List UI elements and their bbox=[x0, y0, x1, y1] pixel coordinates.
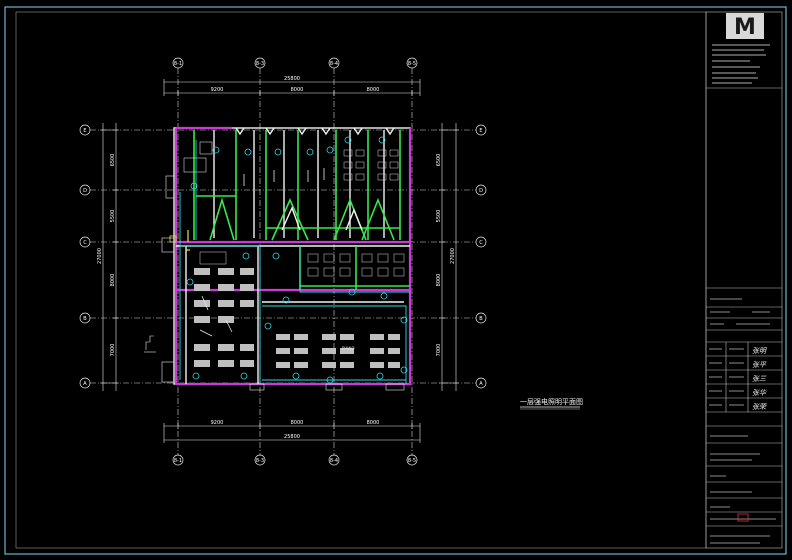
signature-4: 张华 bbox=[752, 389, 767, 397]
entry-steps bbox=[249, 383, 405, 391]
axis-bubbles-left: E D C B A bbox=[79, 124, 91, 389]
drawing-title: 一层强电照明平面图 bbox=[520, 397, 583, 406]
dimensions-right: 6500 5500 8000 7000 27000 bbox=[436, 123, 459, 391]
dim-top-seg1: 9200 bbox=[211, 87, 224, 93]
dim-right-seg3: 8000 bbox=[436, 274, 442, 287]
svg-text:8-5: 8-5 bbox=[408, 61, 416, 67]
dimensions-top: 25800 9200 8000 8000 bbox=[163, 76, 421, 96]
dim-right-seg4: 7000 bbox=[436, 344, 442, 357]
dim-left-seg1: 6500 bbox=[110, 154, 116, 167]
axis-bubble: E bbox=[475, 124, 487, 136]
axis-bubble: 8-1 bbox=[172, 57, 184, 69]
svg-text:E: E bbox=[479, 128, 482, 134]
axis-bubble: 8-5 bbox=[406, 57, 418, 69]
dim-right-seg1: 6500 bbox=[436, 154, 442, 167]
desk-grid-east bbox=[276, 334, 400, 368]
svg-text:E: E bbox=[83, 128, 86, 134]
axis-bubbles-top: 8-1 8-3 8-4 8-5 bbox=[172, 57, 418, 69]
axis-bubble: B bbox=[79, 312, 91, 324]
north-rooms bbox=[183, 127, 401, 241]
axis-bubble: A bbox=[475, 377, 487, 389]
axis-bubble: C bbox=[79, 236, 91, 248]
svg-text:B: B bbox=[479, 316, 483, 322]
dim-left-seg3: 8000 bbox=[110, 274, 116, 287]
dim-bottom-seg1: 9200 bbox=[211, 420, 224, 426]
signature-5: 张荣 bbox=[752, 403, 767, 411]
signature-2: 张平 bbox=[752, 361, 767, 369]
svg-text:8-3: 8-3 bbox=[256, 61, 264, 67]
svg-text:8-1: 8-1 bbox=[174, 458, 182, 464]
dimensions-bottom: 9200 8000 8000 25800 bbox=[163, 420, 421, 443]
dim-right-total: 27000 bbox=[450, 248, 456, 264]
svg-text:8-3: 8-3 bbox=[256, 458, 264, 464]
dim-top-total: 25800 bbox=[284, 76, 300, 82]
signature-table: 张明 张平 张三 张华 张荣 bbox=[706, 342, 782, 413]
room-label-piano: PIANO bbox=[342, 346, 354, 351]
title-block: M 张明 张平 张三 bbox=[705, 11, 783, 549]
dim-left-total: 27000 bbox=[97, 248, 103, 264]
company-logo: M bbox=[726, 13, 764, 40]
svg-text:D: D bbox=[479, 188, 483, 194]
dim-bottom-seg3: 8000 bbox=[367, 420, 380, 426]
logo-letter: M bbox=[734, 15, 756, 40]
axis-bubble: 8-1 bbox=[172, 454, 184, 466]
axis-bubble: D bbox=[475, 184, 487, 196]
axis-grid bbox=[90, 68, 476, 458]
axis-bubble: A bbox=[79, 377, 91, 389]
svg-text:8-4: 8-4 bbox=[330, 61, 338, 67]
svg-text:8-1: 8-1 bbox=[174, 61, 182, 67]
axis-bubble: 8-3 bbox=[254, 57, 266, 69]
axis-bubble: 8-5 bbox=[406, 454, 418, 466]
dim-right-seg2: 5500 bbox=[436, 210, 442, 223]
dimensions-left: 27000 6500 5500 8000 7000 bbox=[97, 123, 119, 391]
svg-text:8-4: 8-4 bbox=[330, 458, 338, 464]
svg-text:A: A bbox=[479, 381, 483, 387]
dim-left-seg4: 7000 bbox=[110, 344, 116, 357]
entry-stair bbox=[144, 175, 175, 383]
svg-text:C: C bbox=[83, 240, 87, 246]
dim-bottom-seg2: 8000 bbox=[291, 420, 304, 426]
dim-left-seg2: 5500 bbox=[110, 210, 116, 223]
axis-bubble: B bbox=[475, 312, 487, 324]
dim-bottom-total: 25800 bbox=[284, 434, 300, 440]
panel-accents bbox=[169, 230, 190, 251]
signature-3: 张三 bbox=[752, 375, 767, 383]
svg-text:8-5: 8-5 bbox=[408, 458, 416, 464]
axis-bubble: 8-4 bbox=[328, 57, 340, 69]
floor-plan: PIANO bbox=[144, 126, 412, 391]
title-block-notes bbox=[712, 44, 770, 84]
svg-text:A: A bbox=[83, 381, 87, 387]
axis-bubble: D bbox=[79, 184, 91, 196]
signature-1: 张明 bbox=[752, 347, 767, 355]
axis-bubble: 8-4 bbox=[328, 454, 340, 466]
axis-bubble: 8-3 bbox=[254, 454, 266, 466]
south-rooms: PIANO bbox=[194, 268, 404, 368]
axis-bubbles-right: E D C B A bbox=[475, 124, 487, 389]
desk-grid-west bbox=[194, 268, 254, 367]
axis-bubbles-bottom: 8-1 8-3 8-4 8-5 bbox=[172, 454, 418, 466]
axis-bubble: C bbox=[475, 236, 487, 248]
middle-rooms bbox=[185, 246, 410, 384]
dim-top-seg2: 8000 bbox=[291, 87, 304, 93]
svg-text:D: D bbox=[83, 188, 87, 194]
drawing-title-group: 一层强电照明平面图 bbox=[520, 397, 583, 410]
lighting-circuits bbox=[179, 136, 410, 384]
sheet-inner-border bbox=[15, 11, 707, 549]
svg-text:B: B bbox=[83, 316, 87, 322]
axis-bubble: E bbox=[79, 124, 91, 136]
dim-top-seg3: 8000 bbox=[367, 87, 380, 93]
svg-text:C: C bbox=[479, 240, 483, 246]
sheet-outer-border bbox=[4, 6, 787, 555]
